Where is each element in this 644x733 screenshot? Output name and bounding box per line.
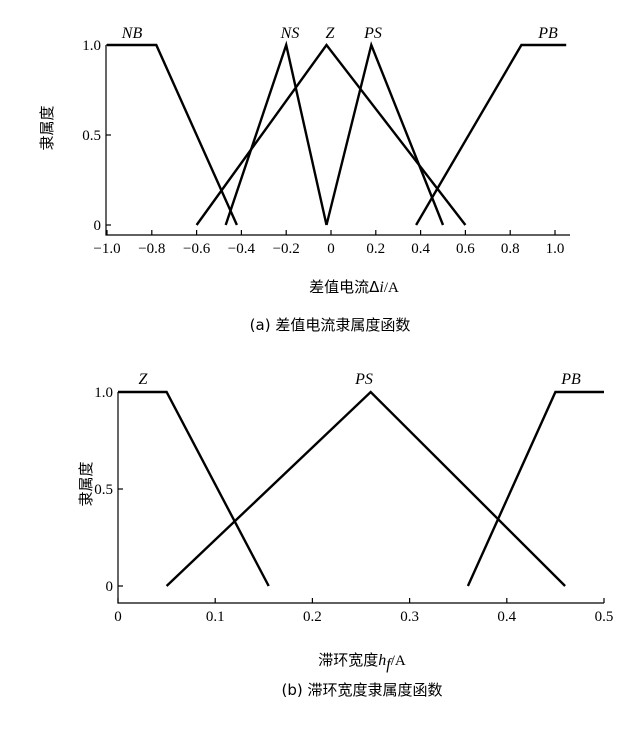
chart-b-ytick-label: 1.0 (94, 385, 113, 401)
chart-a-series-pb (415, 43, 567, 226)
chart-a-series: NB NS Z PS PB (107, 25, 567, 226)
chart-b-xtick-label: 0 (114, 609, 122, 625)
chart-a-xtick-label: −0.4 (228, 241, 256, 257)
chart-a-legend-nb: NB (121, 25, 143, 42)
chart-b-legend-ps: PS (354, 371, 373, 388)
chart-a-series-nb (107, 43, 238, 226)
chart-a-ticks: −1.0 −0.8 −0.6 −0.4 −0.2 0 0.2 0.4 0.6 0.8 1.0 0 0.5… (82, 38, 564, 257)
chart-a-xlabel: 差值电流Δi/A (309, 278, 399, 296)
chart-a-xtick-label: −0.2 (273, 241, 300, 257)
chart-a-xtick-label: −0.6 (183, 241, 211, 257)
chart-a-caption: (a) 差值电流隶属度函数 (250, 316, 411, 334)
chart-a-xtick-label: −1.0 (93, 241, 120, 257)
chart-b-series-ps (165, 390, 566, 587)
chart-a-series-ns (224, 40, 328, 226)
chart-b-xlabel: 滞环宽度hf/A (318, 651, 406, 673)
chart-a-ytick-label: 1.0 (82, 38, 101, 54)
chart-b-legend-z: Z (139, 371, 149, 388)
chart-b-series: Z PS PB (118, 371, 604, 587)
chart-a-axes (105, 45, 570, 236)
chart-a-xtick-label: 0.2 (366, 241, 385, 257)
chart-b-xtick-label: 0.5 (595, 609, 614, 625)
chart-b: 0 0.1 0.2 0.3 0.4 0.5 0 0.5 1.0 Z PS PB 隶属度 滞环宽度hf… (77, 371, 613, 699)
chart-a-xtick-label: 0.4 (411, 241, 430, 257)
chart-a-xtick-label: 0.6 (456, 241, 475, 257)
chart-a-legend-ns: NS (280, 25, 300, 42)
chart-a-xtick-label: −0.8 (138, 241, 165, 257)
chart-b-xtick-label: 0.2 (303, 609, 322, 625)
chart-a-legend-pb: PB (537, 25, 558, 42)
chart-b-ytick-label: 0 (106, 579, 114, 595)
chart-b-xtick-label: 0.3 (400, 609, 419, 625)
chart-b-series-pb (466, 390, 604, 587)
chart-b-xtick-label: 0.1 (206, 609, 225, 625)
chart-a-xtick-label: 0.8 (501, 241, 520, 257)
chart-b-ticks: 0 0.1 0.2 0.3 0.4 0.5 0 0.5 1.0 (94, 385, 613, 625)
chart-a-xtick-label: 1.0 (546, 241, 565, 257)
chart-b-ylabel: 隶属度 (77, 461, 95, 506)
chart-b-ytick-label: 0.5 (94, 482, 113, 498)
chart-a-legend-z: Z (326, 25, 336, 42)
chart-a-series-ps (325, 41, 445, 226)
chart-b-series-z (118, 390, 270, 587)
chart-b-xtick-label: 0.4 (497, 609, 516, 625)
chart-a-axis-lines (105, 45, 570, 236)
chart-a-ylabel: 隶属度 (38, 105, 56, 150)
chart-a: −1.0 −0.8 −0.6 −0.4 −0.2 0 0.2 0.4 0.6 0.8 1.0 0 0.5… (38, 25, 570, 334)
chart-a-ytick-label: 0.5 (82, 128, 101, 144)
chart-b-axis-lines (117, 392, 604, 604)
chart-a-legend-ps: PS (363, 25, 382, 42)
chart-a-xtick-label: 0 (327, 241, 335, 257)
chart-b-axes (117, 392, 604, 604)
chart-b-legend-pb: PB (560, 371, 581, 388)
chart-b-caption: (b) 滞环宽度隶属度函数 (282, 681, 443, 699)
chart-a-series-z (195, 42, 467, 226)
chart-a-ytick-label: 0 (94, 218, 102, 234)
